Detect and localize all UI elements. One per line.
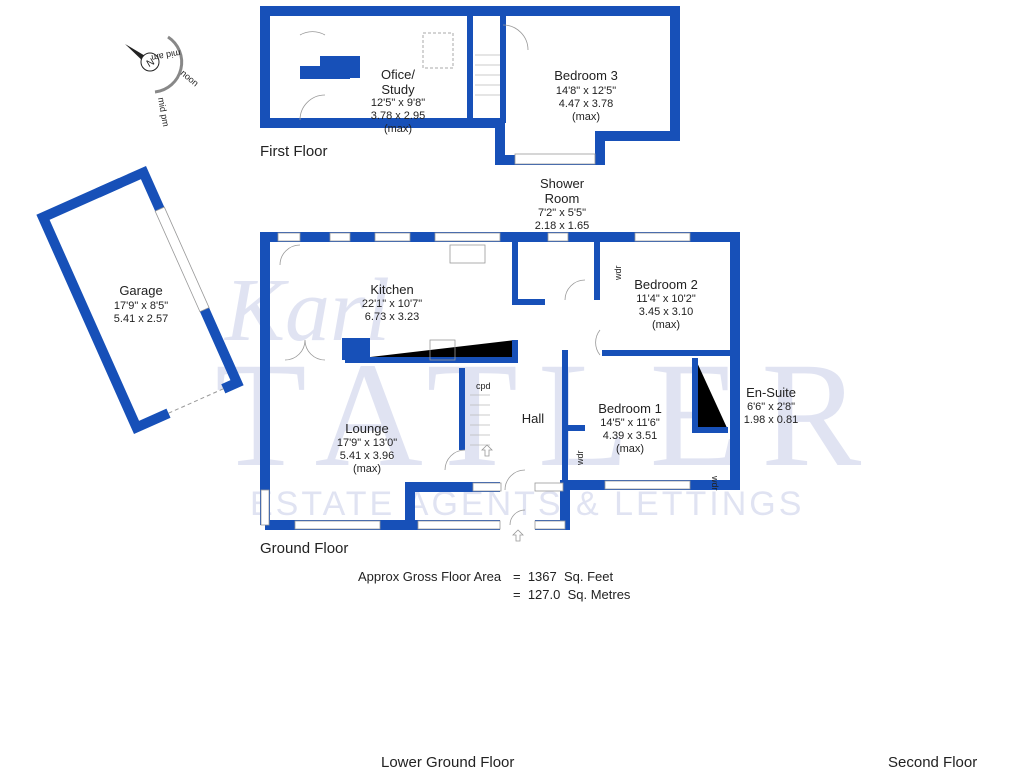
bedroom3-name: Bedroom 3 (554, 68, 618, 83)
second-floor-label: Second Floor (888, 754, 977, 768)
ground-floor-plan (260, 232, 740, 542)
bedroom1-name: Bedroom 1 (598, 401, 662, 416)
kitchen-imperial: 22'1" x 10'7" (362, 298, 422, 310)
cpd-label: cpd (476, 381, 491, 391)
ensuite-name: En-Suite (746, 385, 796, 400)
wdr-label: wdr (613, 265, 623, 281)
compass-label: mid pm (156, 97, 171, 128)
bedroom1-imperial: 14'5" x 11'6" (600, 417, 660, 429)
lower-ground-floor-label: Lower Ground Floor (381, 754, 514, 768)
bedroom2-metric: 3.45 x 3.10 (639, 306, 693, 318)
lounge-note: (max) (353, 463, 381, 475)
bedroom3-note: (max) (572, 111, 600, 123)
lounge-imperial: 17'9" x 13'0" (337, 437, 397, 449)
bedroom3-imperial: 14'8" x 12'5" (556, 85, 616, 97)
first-floor-label: First Floor (260, 143, 328, 160)
compass-north: N (145, 57, 157, 70)
garage-name: Garage (119, 283, 162, 298)
bedroom1-metric: 4.39 x 3.51 (603, 430, 657, 442)
wdr-label: wdr (575, 450, 585, 466)
bedroom3-metric: 4.47 x 3.78 (559, 98, 613, 110)
kitchen-metric: 6.73 x 3.23 (365, 311, 419, 323)
ensuite-imperial: 6'6" x 2'8" (747, 401, 795, 413)
compass: N mid am noon mid pm (125, 35, 201, 128)
lounge-metric: 5.41 x 3.96 (340, 450, 394, 462)
ensuite-metric: 1.98 x 0.81 (744, 414, 798, 426)
area-label: Approx Gross Floor Area (358, 569, 502, 584)
ground-floor-label: Ground Floor (260, 540, 348, 557)
bedroom2-note: (max) (652, 319, 680, 331)
bedroom2-name: Bedroom 2 (634, 277, 698, 292)
office-name: Ofice/ (381, 67, 415, 82)
compass-label: noon (179, 68, 201, 89)
office-name-2: Study (381, 82, 415, 97)
compass-label: mid am (151, 48, 182, 63)
area-sqft: = 1367 Sq. Feet (513, 569, 613, 584)
entrance-arrow-icon (481, 444, 524, 542)
garage-metric: 5.41 x 2.57 (114, 313, 168, 325)
office-note: (max) (384, 123, 412, 135)
shower-imperial: 7'2" x 5'5" (538, 207, 586, 219)
area-sqm: = 127.0 Sq. Metres (513, 587, 631, 602)
garage-plan (36, 165, 244, 435)
shower-metric: 2.18 x 1.65 (535, 220, 589, 232)
shower-name: Shower (540, 176, 585, 191)
hall-name: Hall (522, 411, 545, 426)
bedroom1-note: (max) (616, 443, 644, 455)
bedroom2-imperial: 11'4" x 10'2" (636, 293, 696, 305)
lounge-name: Lounge (345, 421, 388, 436)
kitchen-name: Kitchen (370, 282, 413, 297)
office-metric: 3.78 x 2.95 (371, 110, 425, 122)
garage-imperial: 17'9" x 8'5" (114, 300, 168, 312)
wdr-label: wdr (710, 475, 720, 491)
shower-name-2: Room (545, 191, 580, 206)
office-imperial: 12'5" x 9'8" (371, 97, 425, 109)
first-floor-plan (260, 6, 680, 165)
watermark-tagline: ESTATE AGENTS & LETTINGS (250, 485, 804, 523)
